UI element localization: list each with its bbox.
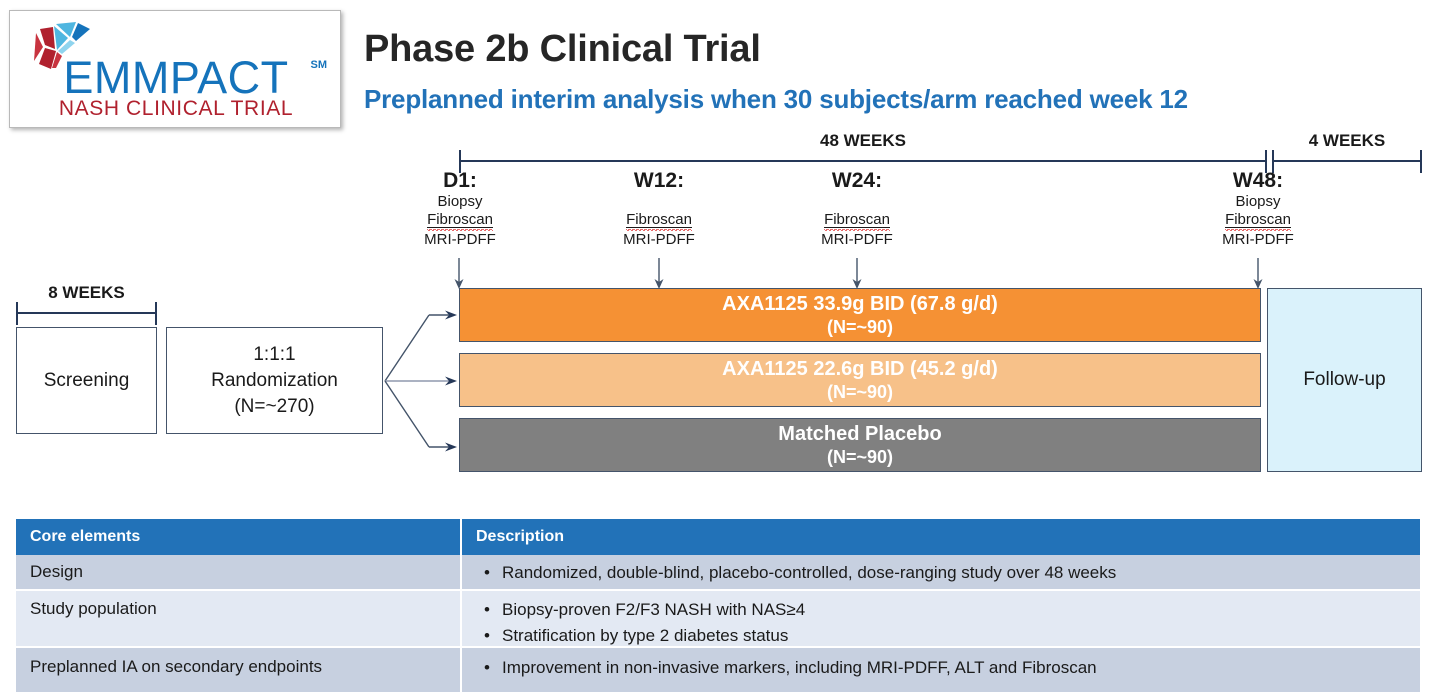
visit-assessment: Fibroscan — [380, 211, 540, 231]
bullet-item: • Randomized, double-blind, placebo-cont… — [484, 560, 1410, 586]
arm-n: (N=~90) — [826, 382, 894, 402]
bullet-dot-icon: • — [484, 658, 490, 677]
visit-marker-d1: D1: Biopsy Fibroscan MRI-PDFF — [380, 168, 540, 249]
misspelled-word: Fibroscan — [626, 211, 692, 231]
visit-assessment: Fibroscan — [579, 211, 739, 231]
misspelled-word: Fibroscan — [1225, 211, 1291, 231]
bullet-item: • Stratification by type 2 diabetes stat… — [484, 623, 1410, 649]
visit-spacer — [777, 193, 937, 211]
visit-assessment: Biopsy — [1235, 193, 1281, 210]
visit-assessment: MRI-PDFF — [623, 231, 695, 248]
visit-assessment: Fibroscan — [777, 211, 937, 231]
bracket-label-8-weeks: 8 WEEKS — [48, 283, 125, 302]
bracket-48-weeks — [459, 148, 1267, 174]
table-cell-description: • Biopsy-proven F2/F3 NASH with NAS≥4 • … — [460, 591, 1420, 646]
misspelled-word: Fibroscan — [427, 211, 493, 231]
bullet-text: Stratification by type 2 diabetes status — [502, 626, 789, 645]
visit-marker-w24: W24: Fibroscan MRI-PDFF — [777, 168, 937, 249]
table-row: Preplanned IA on secondary endpoints • I… — [16, 648, 1420, 692]
arm-name: Matched Placebo — [778, 423, 942, 445]
table-row: Design • Randomized, double-blind, place… — [16, 555, 1420, 591]
randomization-label: Randomization — [211, 369, 338, 391]
visit-assessment: MRI-PDFF — [1222, 231, 1294, 248]
bullet-dot-icon: • — [484, 600, 490, 619]
logo-subtitle: NASH CLINICAL TRIAL — [58, 97, 294, 120]
screening-box: Screening — [16, 327, 157, 434]
followup-box: Follow-up — [1267, 288, 1422, 472]
bullet-item: • Biopsy-proven F2/F3 NASH with NAS≥4 — [484, 597, 1410, 623]
visit-arrow-w12 — [654, 258, 664, 289]
bullet-dot-icon: • — [484, 563, 490, 582]
randomization-arrows — [384, 310, 457, 452]
arm-n: (N=~90) — [826, 317, 894, 337]
table-cell-description: • Improvement in non-invasive markers, i… — [460, 648, 1420, 692]
arm-name: AXA1125 22.6g BID (45.2 g/d) — [722, 358, 998, 380]
visit-label: D1: — [443, 169, 477, 192]
logo-wordmark: EMMPACT — [63, 52, 289, 103]
bracket-label-48-weeks: 48 WEEKS — [820, 131, 906, 150]
randomization-ratio: 1:1:1 — [253, 343, 296, 365]
visit-label: W12: — [633, 169, 685, 192]
bullet-text: Biopsy-proven F2/F3 NASH with NAS≥4 — [502, 600, 806, 619]
bracket-4-weeks — [1272, 148, 1422, 174]
bracket-label-4-weeks: 4 WEEKS — [1308, 131, 1386, 150]
table-row: Study population • Biopsy-proven F2/F3 N… — [16, 591, 1420, 648]
visit-label: W48: — [1232, 169, 1284, 192]
table-header-core-elements: Core elements — [30, 528, 141, 545]
emmpact-liver-logo-icon — [34, 22, 90, 69]
visit-marker-w12: W12: Fibroscan MRI-PDFF — [579, 168, 739, 249]
bullet-dot-icon: • — [484, 626, 490, 645]
arm-bar-high-dose: AXA1125 33.9g BID (67.8 g/d) (N=~90) — [459, 288, 1261, 342]
misspelled-word: Fibroscan — [824, 211, 890, 231]
screening-label: Screening — [43, 369, 130, 391]
visit-assessment: MRI-PDFF — [424, 231, 496, 248]
arm-n: (N=~90) — [826, 447, 894, 467]
visit-assessment: Biopsy — [437, 193, 483, 210]
bullet-item: • Improvement in non-invasive markers, i… — [484, 655, 1410, 681]
table-header-row: Core elements Description — [16, 519, 1420, 555]
randomization-box: 1:1:1 Randomization (N=~270) — [166, 327, 383, 434]
table-cell-element: Design — [30, 562, 83, 581]
table-header-description: Description — [460, 519, 1420, 555]
page-subtitle: Preplanned interim analysis when 30 subj… — [364, 84, 1188, 114]
arm-bar-low-dose: AXA1125 22.6g BID (45.2 g/d) (N=~90) — [459, 353, 1261, 407]
table-cell-description: • Randomized, double-blind, placebo-cont… — [460, 555, 1420, 589]
bracket-8-weeks — [16, 300, 157, 326]
core-elements-table: Core elements Description Design • Rando… — [16, 519, 1420, 692]
visit-assessment: Fibroscan — [1178, 211, 1338, 231]
visit-label: W24: — [831, 169, 883, 192]
visit-arrow-w48 — [1253, 258, 1263, 289]
bullet-text: Randomized, double-blind, placebo-contro… — [502, 563, 1117, 582]
emmpact-logo-box: EMMPACT SM NASH CLINICAL TRIAL — [9, 10, 341, 128]
visit-assessment: MRI-PDFF — [821, 231, 893, 248]
visit-arrow-w24 — [852, 258, 862, 289]
bullet-text: Improvement in non-invasive markers, inc… — [502, 658, 1097, 677]
visit-arrow-d1 — [454, 258, 464, 289]
randomization-n: (N=~270) — [234, 395, 315, 417]
followup-label: Follow-up — [1303, 369, 1386, 390]
visit-marker-w48: W48: Biopsy Fibroscan MRI-PDFF — [1178, 168, 1338, 249]
logo-servicemark: SM — [310, 59, 328, 71]
visit-spacer — [579, 193, 739, 211]
arm-bar-placebo: Matched Placebo (N=~90) — [459, 418, 1261, 472]
table-cell-element: Study population — [30, 599, 157, 618]
table-cell-element: Preplanned IA on secondary endpoints — [30, 657, 323, 676]
page-title: Phase 2b Clinical Trial — [364, 28, 761, 70]
arm-name: AXA1125 33.9g BID (67.8 g/d) — [722, 293, 998, 315]
